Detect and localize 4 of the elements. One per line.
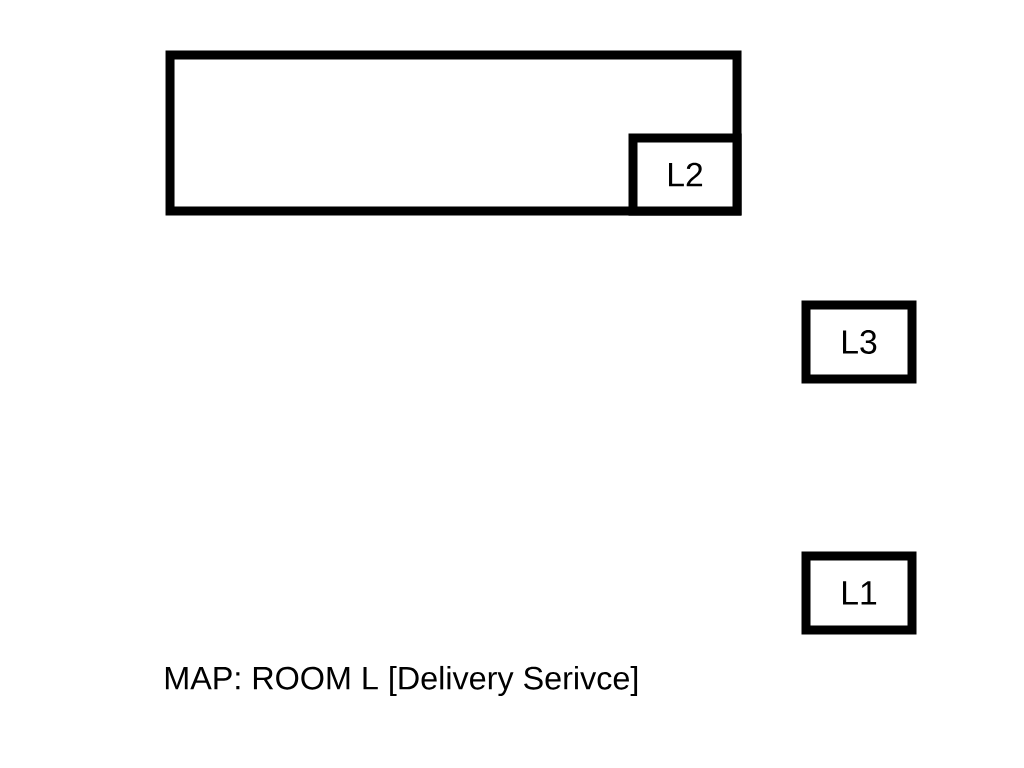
label-box: L2 — [628, 133, 742, 216]
label-box: L3 — [801, 300, 917, 384]
label-box: L1 — [801, 551, 917, 635]
caption: MAP: ROOM L [Delivery Serivce] — [165, 665, 638, 697]
